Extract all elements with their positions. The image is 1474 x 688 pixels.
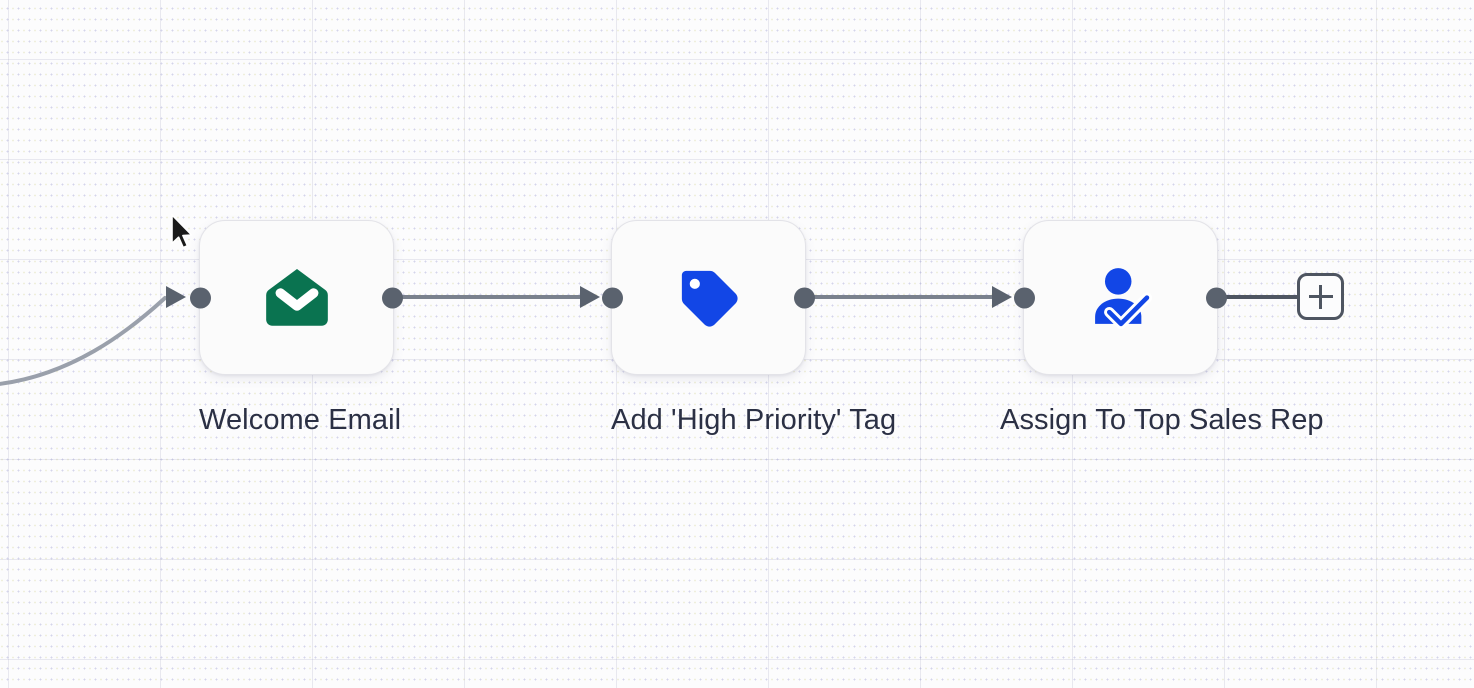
node-handle-target[interactable] xyxy=(602,287,623,308)
node-handle-source[interactable] xyxy=(382,287,403,308)
node-label-add-high-priority-tag: Add 'High Priority' Tag xyxy=(611,404,897,436)
node-handle-target[interactable] xyxy=(1014,287,1035,308)
mouse-pointer-icon xyxy=(171,214,193,249)
envelope-icon xyxy=(265,268,328,326)
edge-tag-to-assign-arrowhead xyxy=(992,286,1012,308)
workflow-node-add-high-priority-tag[interactable] xyxy=(602,220,815,375)
edge-welcome-to-tag-arrowhead xyxy=(580,286,600,308)
plus-icon-vertical xyxy=(1319,284,1322,309)
workflow-node-assign-to-top-sales-rep[interactable] xyxy=(1014,220,1227,375)
node-handle-source[interactable] xyxy=(1206,287,1227,308)
person-check-icon xyxy=(1094,267,1152,329)
node-label-welcome-email: Welcome Email xyxy=(199,404,402,436)
workflow-node-welcome-email[interactable] xyxy=(190,220,403,375)
edge-incoming xyxy=(0,296,167,386)
node-handle-target[interactable] xyxy=(190,287,211,308)
tag-icon xyxy=(681,270,738,327)
edge-incoming-arrowhead xyxy=(166,286,186,308)
node-label-assign-to-top-sales-rep: Assign To Top Sales Rep xyxy=(1000,404,1324,436)
node-handle-source[interactable] xyxy=(794,287,815,308)
add-node-button[interactable] xyxy=(1297,273,1344,320)
